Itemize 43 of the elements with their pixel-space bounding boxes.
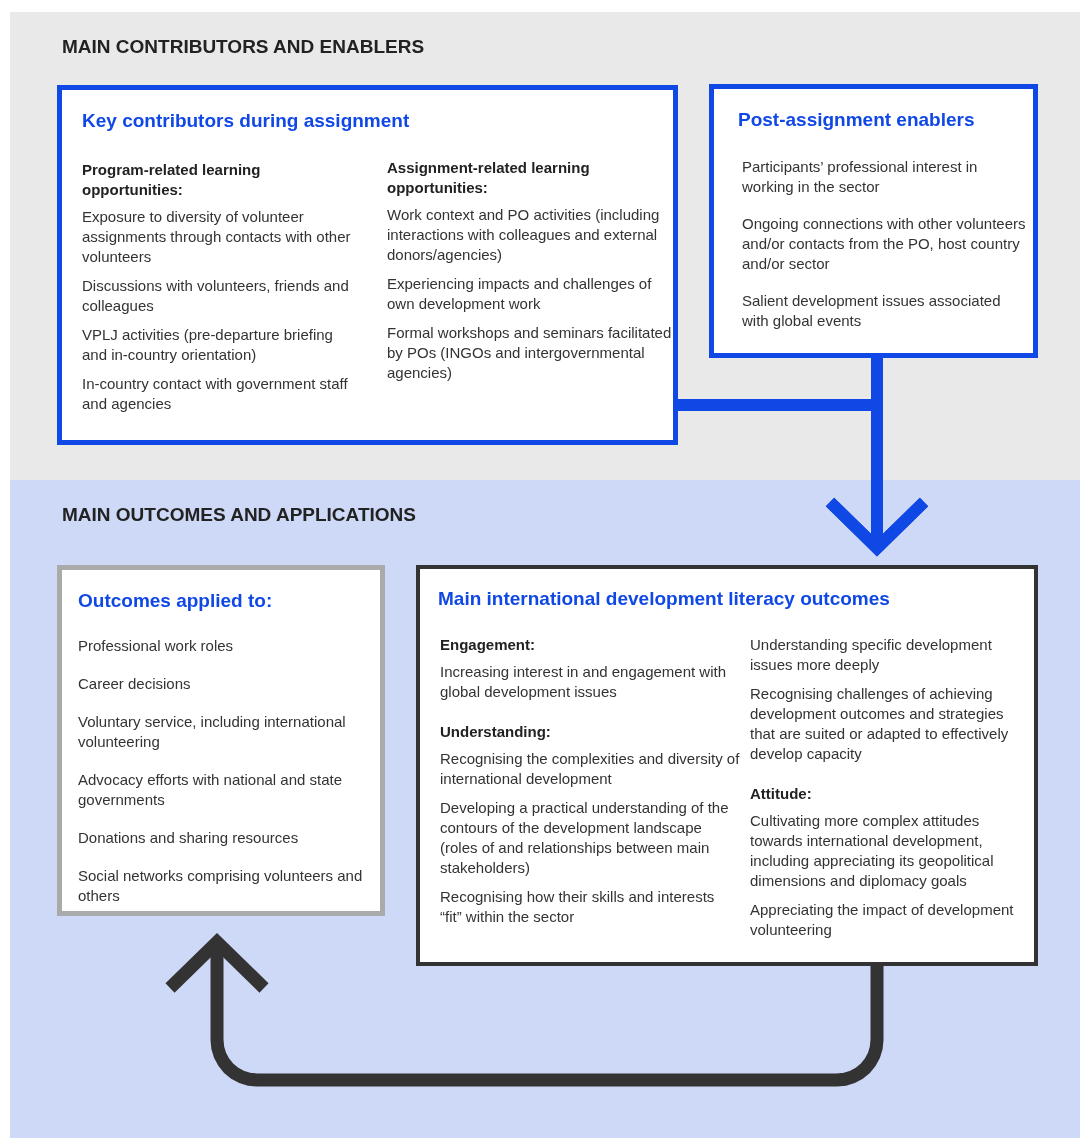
list-item: In-country contact with government staff and agencies bbox=[82, 374, 349, 414]
list-item: Developing a practical understanding of the contours of the development landscape (roles of and relationships between main stakeholders) bbox=[440, 798, 730, 878]
list-item: VPLJ activities (pre-departure briefing and in-country orientation) bbox=[82, 325, 334, 365]
arrow bbox=[824, 358, 930, 554]
box-title: Key contributors during assignment bbox=[82, 110, 410, 132]
list-item: Work context and PO activities (including interactions with colleagues and external donors/agencies) bbox=[387, 205, 661, 265]
list-item: Formal workshops and seminars facilitated by POs (INGOs and intergovernmental agencies) bbox=[387, 323, 672, 383]
list-item: Appreciating the impact of development volunteering bbox=[750, 900, 1015, 940]
subheading: Attitude: bbox=[750, 784, 813, 804]
subheading: Engagement: bbox=[440, 635, 536, 655]
box-title: Post-assignment enablers bbox=[738, 109, 975, 131]
box-title: Main international development literacy outcomes bbox=[438, 588, 890, 610]
list-item: Recognising how their skills and interests “fit” within the sector bbox=[440, 887, 716, 927]
subheading: Understanding: bbox=[440, 722, 552, 742]
content-box bbox=[57, 85, 678, 445]
list-item: Social networks comprising volunteers and others bbox=[78, 866, 364, 906]
section-band bbox=[10, 12, 1080, 480]
subheading: Assignment-related learning opportunities: bbox=[387, 158, 591, 198]
list-item: Professional work roles bbox=[78, 636, 235, 656]
list-item: Donations and sharing resources bbox=[78, 828, 300, 848]
content-box bbox=[709, 84, 1038, 358]
list-item: Advocacy efforts with national and state governments bbox=[78, 770, 344, 810]
content-box bbox=[416, 565, 1038, 966]
section-heading: MAIN CONTRIBUTORS AND ENABLERS bbox=[62, 36, 425, 58]
list-item: Cultivating more complex attitudes towards international development, including appreciating its geopolitical dimensions and diplomacy goals bbox=[750, 811, 995, 891]
list-item: Discussions with volunteers, friends and colleagues bbox=[82, 276, 350, 316]
list-item: Experiencing impacts and challenges of own development work bbox=[387, 274, 653, 314]
list-item: Recognising challenges of achieving development outcomes and strategies that are suited or adapted to effectively develop capacity bbox=[750, 684, 1010, 764]
list-item: Salient development issues associated with global events bbox=[742, 291, 1002, 331]
section-heading: MAIN OUTCOMES AND APPLICATIONS bbox=[62, 504, 416, 526]
content-box bbox=[57, 565, 385, 916]
list-item: Career decisions bbox=[78, 674, 192, 694]
arrow bbox=[163, 935, 884, 1087]
list-item: Ongoing connections with other volunteers and/or contacts from the PO, host country and/or sector bbox=[742, 214, 1027, 274]
section-band bbox=[10, 480, 1080, 1138]
subheading: Program-related learning opportunities: bbox=[82, 160, 262, 200]
list-item: Voluntary service, including international volunteering bbox=[78, 712, 347, 752]
list-item: Understanding specific development issues more deeply bbox=[750, 635, 993, 675]
list-item: Recognising the complexities and diversity of international development bbox=[440, 749, 740, 789]
list-item: Exposure to diversity of volunteer assignments through contacts with other volunteers bbox=[82, 207, 352, 267]
box-title: Outcomes applied to: bbox=[78, 590, 273, 612]
list-item: Participants’ professional interest in working in the sector bbox=[742, 157, 979, 197]
list-item: Increasing interest in and engagement with global development issues bbox=[440, 662, 727, 702]
